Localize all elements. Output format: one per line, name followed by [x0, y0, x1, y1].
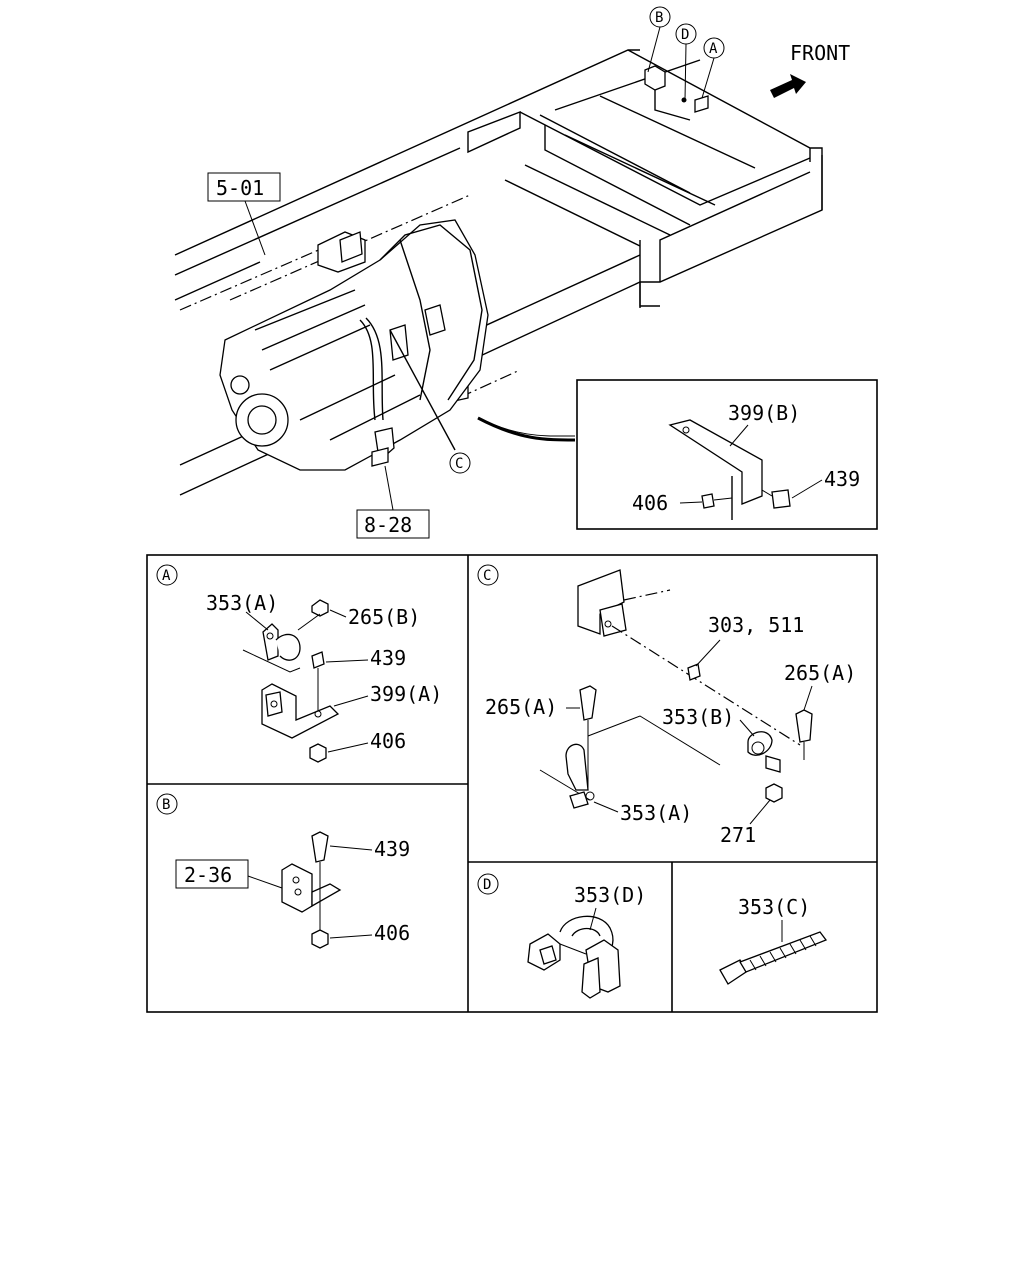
- svg-text:A: A: [162, 568, 171, 584]
- panel-c-part-271: 271: [720, 823, 756, 847]
- svg-text:5-01: 5-01: [216, 176, 264, 200]
- inset-part-399b: 399(B): [728, 401, 800, 425]
- panel-c-part-353a: 353(A): [620, 801, 692, 825]
- svg-text:A: A: [709, 41, 718, 57]
- panel-grid: [146, 554, 878, 1013]
- panel-c-part-265a-left: 265(A): [485, 695, 557, 719]
- panel-c: C 303, 511 265(A) 265(A) 353(B) 353(A) 2…: [477, 564, 856, 847]
- panel-c-part-265a-right: 265(A): [784, 661, 856, 685]
- inset-part-406: 406: [632, 491, 668, 515]
- panel-c-part-353b: 353(B): [662, 705, 734, 729]
- panel-b-part-406: 406: [374, 921, 410, 945]
- callout-d-top: D: [675, 23, 697, 101]
- panel-c-part-303-511: 303, 511: [708, 613, 804, 637]
- panel-a-part-353a: 353(A): [206, 591, 278, 615]
- inset-part-439: 439: [824, 467, 860, 491]
- callout-c-main: C: [449, 452, 471, 474]
- svg-text:C: C: [483, 568, 491, 584]
- panel-d-part-353d: 353(D): [574, 883, 646, 907]
- detail-inset: 399(B) 439 406: [576, 379, 878, 530]
- callout-a-top: A: [701, 37, 725, 99]
- svg-text:C: C: [455, 456, 463, 472]
- panel-b-ref-2-36: 2-36: [184, 863, 232, 887]
- svg-text:B: B: [162, 797, 170, 813]
- svg-text:B: B: [655, 10, 663, 26]
- svg-text:D: D: [483, 877, 491, 893]
- ref-box-8-28: 8-28: [356, 465, 430, 539]
- panel-a-part-265b: 265(B): [348, 605, 420, 629]
- panel-d: D 353(D): [477, 873, 646, 999]
- panel-a-part-406: 406: [370, 729, 406, 753]
- panel-a-part-439: 439: [370, 646, 406, 670]
- svg-text:D: D: [681, 27, 689, 43]
- panel-b: B 2-36 439 406: [156, 793, 410, 949]
- panel-b-part-439: 439: [374, 837, 410, 861]
- panel-a-part-399a: 399(A): [370, 682, 442, 706]
- panel-cable-tie: 353(C): [719, 895, 828, 985]
- transmission-assembly: [219, 219, 489, 471]
- svg-text:8-28: 8-28: [364, 513, 412, 537]
- ref-box-5-01: 5-01: [207, 172, 281, 256]
- callout-b-top: B: [647, 6, 671, 73]
- front-arrow-icon: [770, 74, 806, 98]
- front-label: FRONT: [790, 41, 850, 65]
- panel-d-part-353c: 353(C): [738, 895, 810, 919]
- panel-a: A 353(A) 265(B) 439 399(A) 406: [156, 564, 442, 763]
